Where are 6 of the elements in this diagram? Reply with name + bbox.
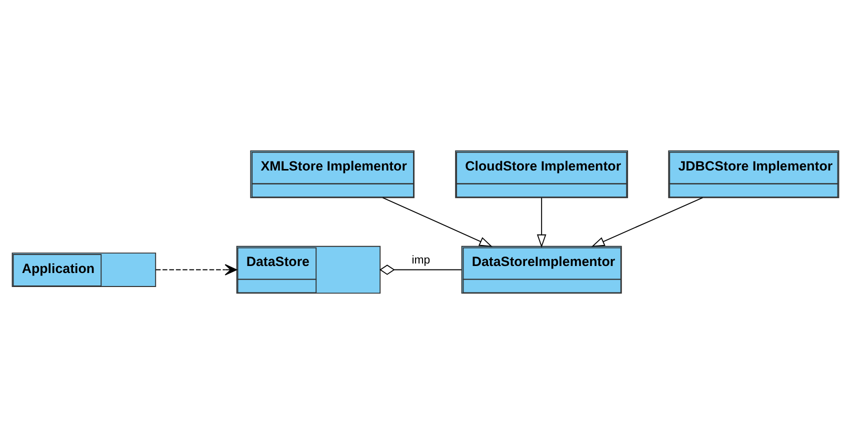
arrow — [382, 196, 493, 246]
arrow — [155, 264, 238, 275]
connector — [379, 264, 462, 274]
edge-label: imp — [412, 254, 430, 266]
arrow — [536, 196, 546, 248]
arrow — [591, 196, 704, 246]
